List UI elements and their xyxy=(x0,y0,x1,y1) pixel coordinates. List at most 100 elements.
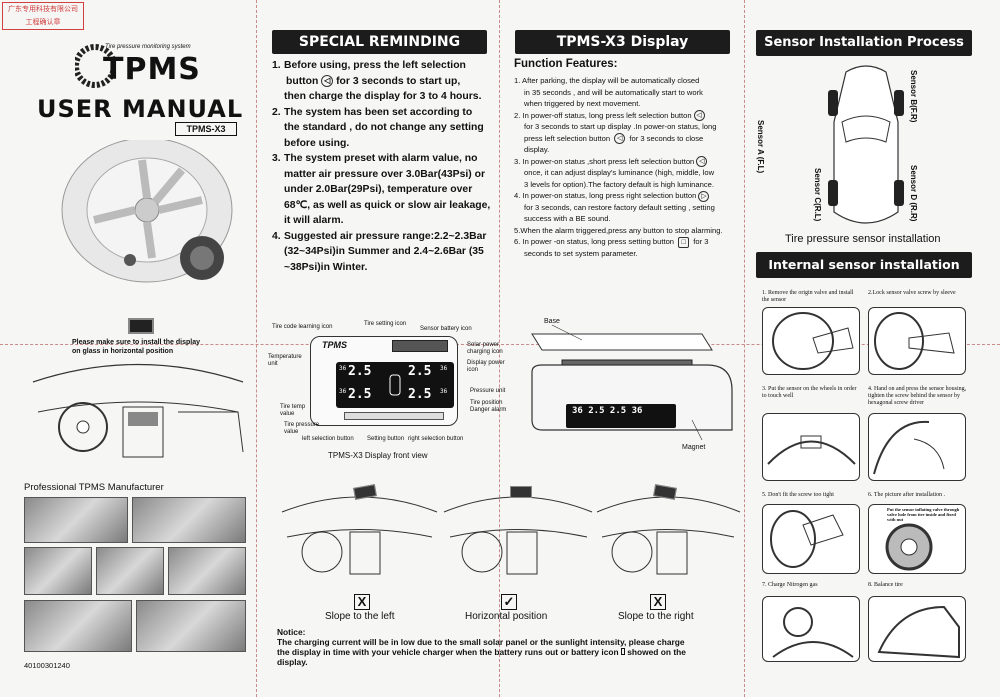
dashboard-illustration xyxy=(28,352,248,462)
logo-text: TPMS xyxy=(103,52,201,87)
factory-photo xyxy=(24,497,128,543)
sensor-a-label: Sensor A (F.L) xyxy=(756,120,765,174)
label-base: Base xyxy=(544,318,560,325)
label-battery-icon: Sensor battery icon xyxy=(420,326,472,332)
manual-title: USER MANUAL xyxy=(37,95,244,123)
fold-line xyxy=(256,0,257,697)
display-side-diagram: Base 36 2.5 2.5 36 Magnet xyxy=(522,318,744,455)
fold-line xyxy=(499,0,500,697)
factory-photo xyxy=(24,547,92,595)
notice-title: Notice: xyxy=(277,627,306,637)
lcd-temp: 36 xyxy=(440,388,448,395)
front-view-caption: TPMS-X3 Display front view xyxy=(328,451,428,460)
label-display-power-icon: Display power icon xyxy=(467,360,505,373)
label-setting-icon: Tire setting icon xyxy=(364,321,407,327)
display-brand: TPMS xyxy=(322,340,348,350)
step-label: 4. Hand on and press the sensor housing,… xyxy=(868,386,967,406)
battery-icon xyxy=(620,648,625,655)
setting-button-icon: □ xyxy=(678,236,690,248)
car-top-view xyxy=(826,62,906,232)
display-header: TPMS-X3 Display xyxy=(515,30,730,54)
lcd-temp: 36 xyxy=(339,388,347,395)
label-magnet: Magnet xyxy=(682,444,706,451)
sensor-d-label: Sensor D (R.R) xyxy=(909,165,918,222)
label-pressure-value: Tire pressure value xyxy=(284,422,320,435)
left-button-icon: ◁ xyxy=(696,156,708,167)
step-illustration xyxy=(868,596,966,662)
factory-photo xyxy=(136,600,246,652)
solar-panel xyxy=(392,340,448,352)
display-device-icon xyxy=(128,318,154,334)
lcd-pressure: 2.5 xyxy=(348,387,372,402)
sensor-b-label: Sensor B(F.R) xyxy=(909,70,918,123)
step-illustration xyxy=(762,596,860,662)
label-tire-position: Tire position xyxy=(470,400,503,406)
label-setting-button: Setting button xyxy=(367,436,405,442)
label-left-button: left selection button xyxy=(302,436,354,442)
step-illustration xyxy=(762,307,860,375)
install-note: Please make sure to install the display … xyxy=(72,339,200,355)
slope-illustrations xyxy=(262,482,744,592)
step-label: 1. Remove the origin valve and install t… xyxy=(762,290,854,303)
step-label: 6. The picture after installation . xyxy=(868,492,946,498)
feature-item: 1. After parking, the display will be au… xyxy=(514,76,703,108)
label-tire-code-icon: Tire code learning icon xyxy=(272,324,333,330)
correct-mark: ✓ xyxy=(501,594,517,610)
sensor-c-label: Sensor C(R.L) xyxy=(813,168,822,222)
lcd-temp: 36 xyxy=(339,365,347,372)
reminder-item: 4. Suggested air pressure range:2.2~2.3B… xyxy=(272,230,487,273)
step-label: 3. Put the sensor on the wheels in order… xyxy=(762,386,857,399)
slope-left-label: Slope to the left xyxy=(325,611,395,622)
step-illustration xyxy=(762,413,860,481)
step-label: 2.Lock sensor valve screw by sleeve xyxy=(868,290,956,296)
label-pressure-unit: Pressure unit xyxy=(470,388,506,394)
features-list: 1. After parking, the display will be au… xyxy=(514,75,744,259)
lcd-temp: 36 xyxy=(440,365,448,372)
left-button-icon: ◁ xyxy=(614,133,626,144)
factory-photo xyxy=(132,497,246,543)
model-badge: TPMS-X3 xyxy=(175,122,237,136)
tpms-logo: Tire pressure monitoring system TPMS xyxy=(75,40,225,95)
lcd-screen: 36 2.5 36 2.5 36 2.5 36 2.5 xyxy=(336,362,454,408)
step-illustration xyxy=(762,504,860,574)
step-illustration: Put the sensor inflating valve through v… xyxy=(868,504,966,574)
display-level xyxy=(510,486,532,498)
horizontal-label: Horizontal position xyxy=(465,611,548,622)
factory-photo xyxy=(24,600,132,652)
car-icon xyxy=(389,374,401,396)
step-illustration xyxy=(868,413,966,481)
button-row xyxy=(344,412,444,420)
step-label: 7. Charge Nitrogen gas xyxy=(762,582,818,588)
feature-item: 2. In power-off status, long press left … xyxy=(514,110,717,154)
feature-item: 5.When the alarm triggered,press any but… xyxy=(514,225,723,235)
feature-item: 4. In power-on status, long press right … xyxy=(514,190,715,223)
features-title: Function Features: xyxy=(514,58,618,70)
reminder-item: 1. Before using, press the left selectio… xyxy=(272,60,482,102)
manufacturer-caption: Professional TPMS Manufacturer xyxy=(24,482,164,493)
feature-item: 6. In power -on status, long press setti… xyxy=(514,236,709,258)
approval-stamp: 广东专用科技有限公司工程确认章 xyxy=(2,2,84,30)
left-button-icon: ◁ xyxy=(693,110,705,121)
incorrect-mark: X xyxy=(650,594,666,610)
label-temp-unit: Temperature unit xyxy=(268,354,302,367)
wheel-illustration xyxy=(32,137,242,290)
notice: Notice: The charging current will be in … xyxy=(277,627,739,667)
label-right-button: right selection button xyxy=(408,436,464,442)
step-illustration xyxy=(868,307,966,375)
factory-photo xyxy=(96,547,164,595)
lcd-pressure: 2.5 xyxy=(408,387,432,402)
reminder-item: 3. The system preset with alarm value, n… xyxy=(272,153,491,226)
factory-photo xyxy=(168,547,246,595)
slope-right-label: Slope to the right xyxy=(618,611,694,622)
feature-item: 3. In power-on status ,short press left … xyxy=(514,156,715,189)
label-temp-value: Tire temp value xyxy=(280,404,306,417)
sensor-installation-header: Sensor Installation Process xyxy=(756,30,972,56)
tire-sensor-caption: Tire pressure sensor installation xyxy=(785,233,941,245)
display-front-diagram: TPMS 36 2.5 36 2.5 36 2.5 36 2.5 Tire co… xyxy=(262,318,512,463)
label-danger-alarm: Danger alarm xyxy=(470,407,507,413)
right-button-icon: ▷ xyxy=(698,190,710,202)
step-label: 8. Balance tire xyxy=(868,582,903,588)
step-note: Put the sensor inflating valve through v… xyxy=(887,507,960,522)
fold-line xyxy=(744,0,745,697)
